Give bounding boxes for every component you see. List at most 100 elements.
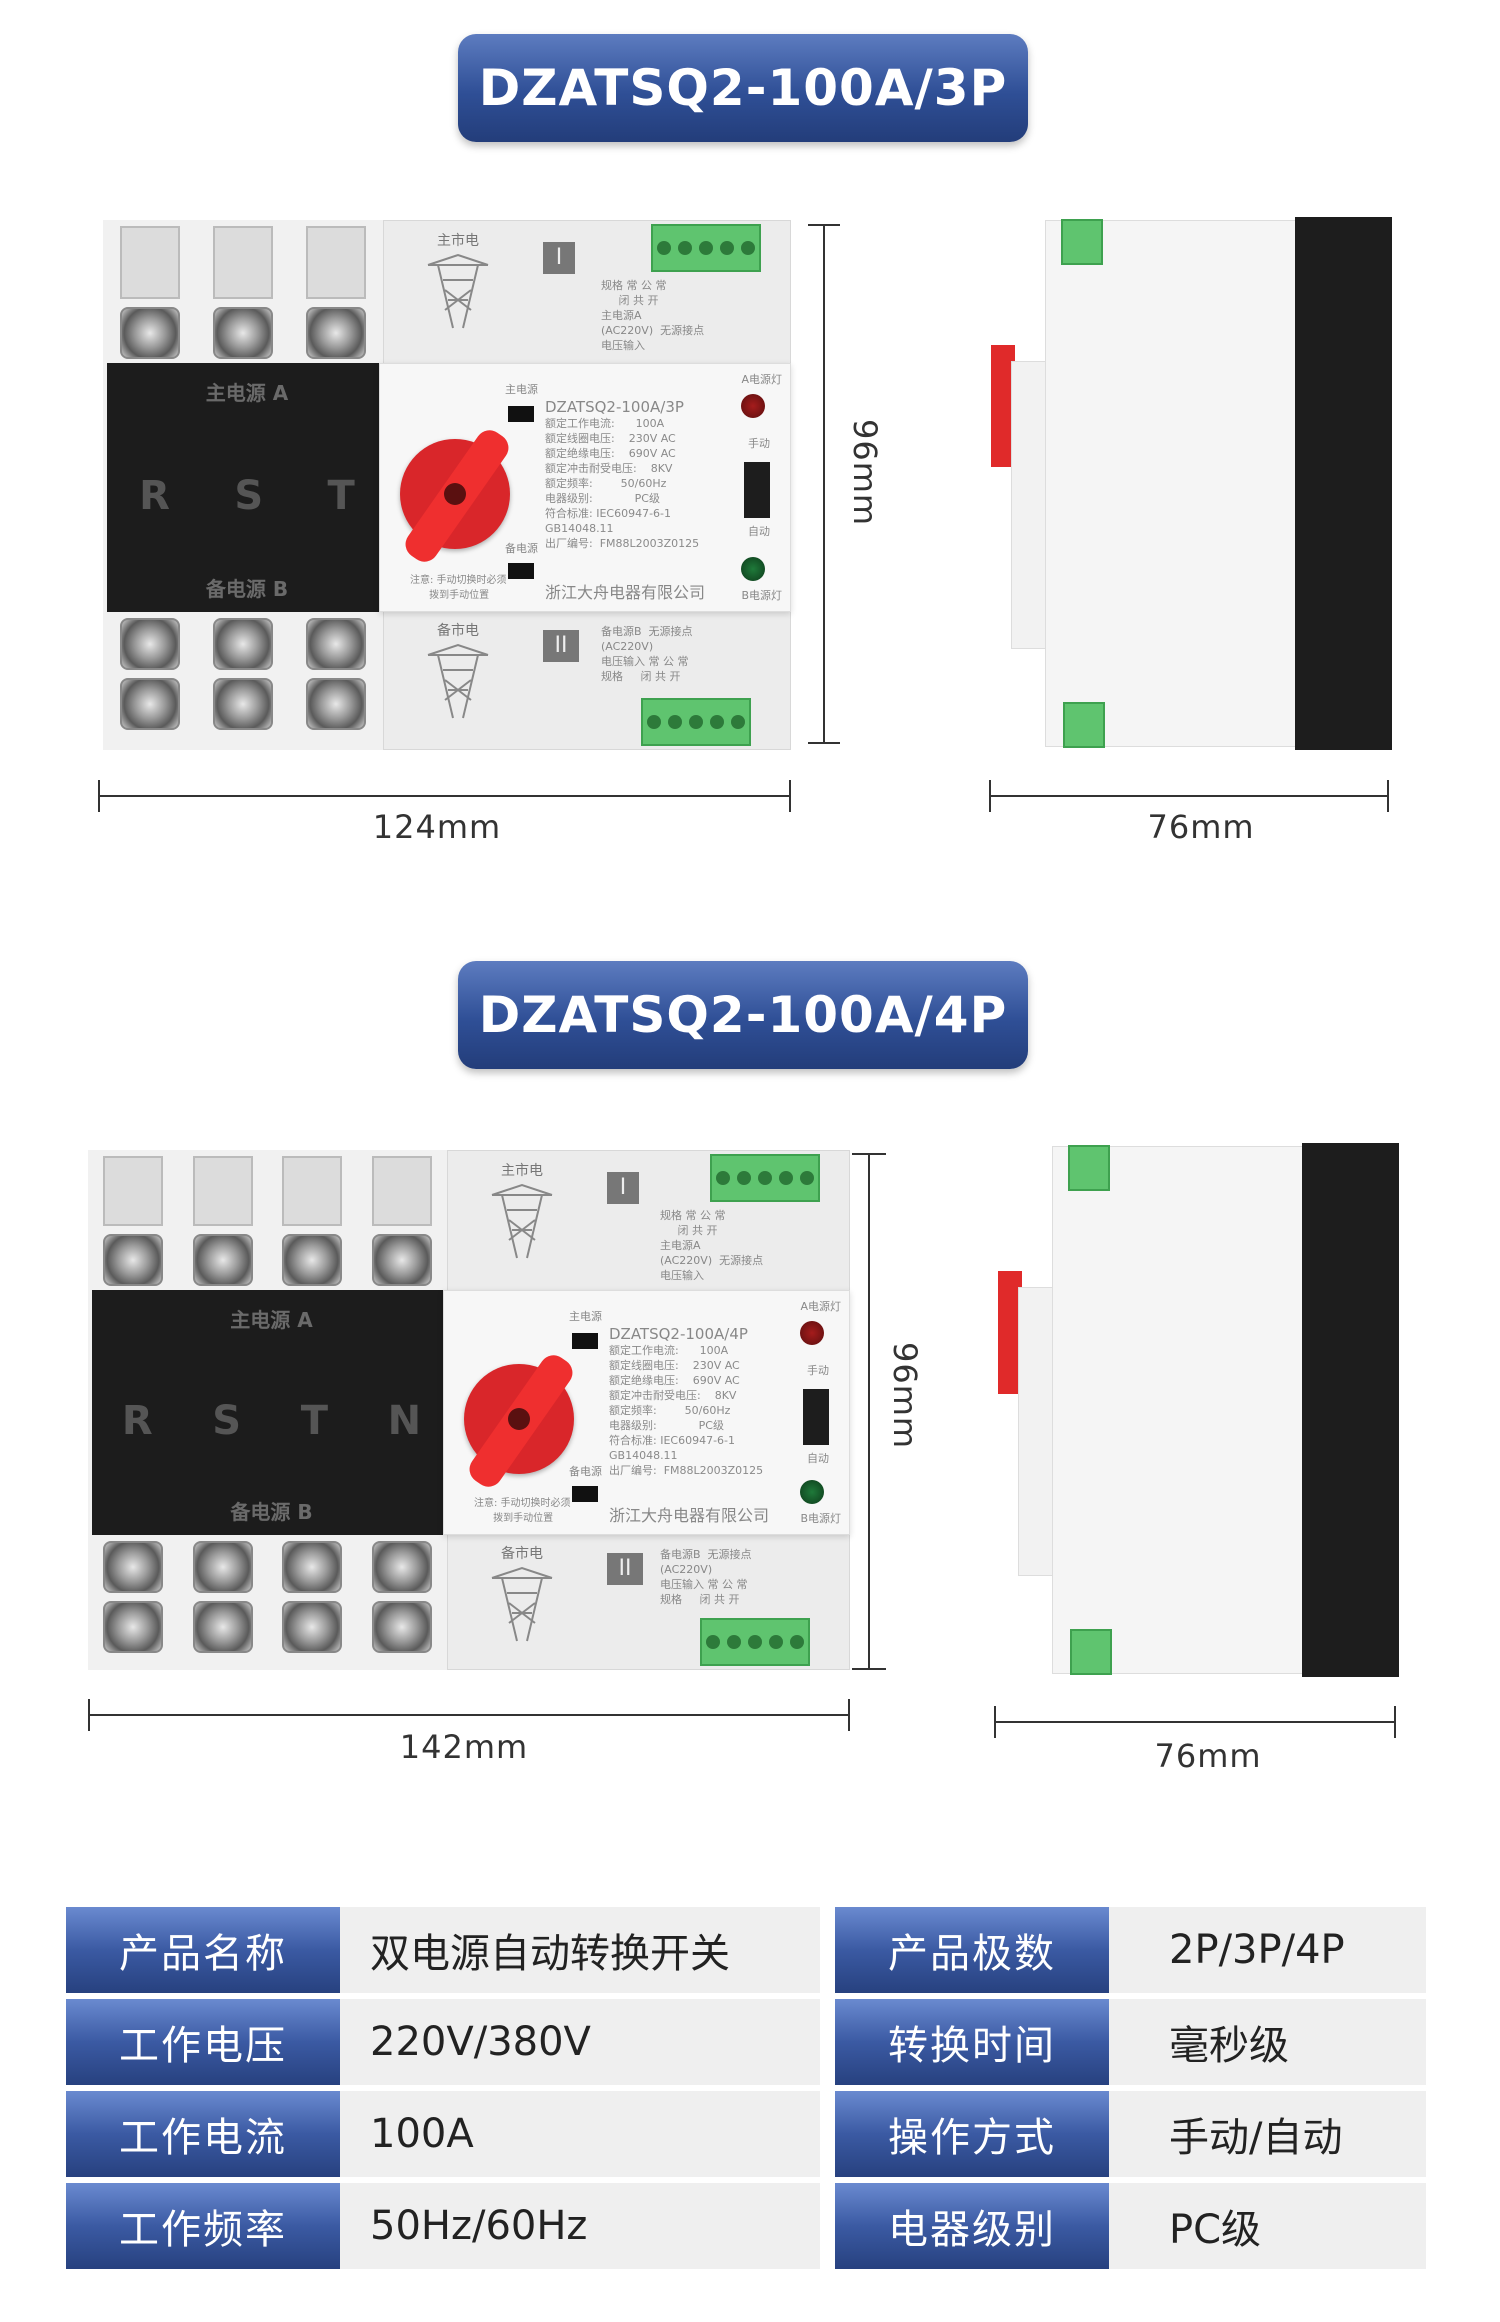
terminal-screw-icon [119,618,180,670]
power-a-indicator [800,1321,824,1345]
terminal-pole [278,1541,346,1653]
terminal-screw-icon [192,1541,253,1593]
model-number: DZATSQ2-100A/3P [545,398,684,416]
terminal-screw-icon [192,1601,253,1653]
tower-label: 备市电 [437,623,479,639]
terminal-screw-icon [282,1234,343,1286]
dimension-tick [852,1668,886,1670]
dimension-tick [848,1699,850,1731]
terminal-slot [119,226,180,299]
terminal-slot [192,1156,253,1226]
power-tower-icon-backup: 备市电 [487,1543,557,1643]
main-power-label: 主电源 [569,1310,602,1323]
control-terminal-top [651,224,761,272]
terminal-screw-icon [282,1601,343,1653]
power-tower-icon-backup: 备市电 [423,620,493,720]
terminal-pole [302,226,370,359]
rating-specs: 额定工作电流: 100A 额定线圈电压: 230V AC 额定绝缘电压: 690… [545,417,700,550]
side-view-3p [989,217,1392,750]
spec-label: 转换时间 [835,1999,1109,2085]
terminal-slot [102,1156,163,1226]
terminal-pole [189,1541,257,1653]
spec-row: 工作电压 220V/380V 转换时间 毫秒级 [66,1999,1426,2085]
width-label-4p: 142mm [399,1728,529,1766]
dimension-tick [852,1153,886,1155]
terminal-screw-icon [102,1541,163,1593]
spec-label: 产品极数 [835,1907,1109,1993]
spec-value: 50Hz/60Hz [340,2183,820,2269]
terminal-slot [282,1156,343,1226]
backup-power-label: 备电源 [569,1465,602,1478]
terminals-bottom [103,618,383,730]
product-title-4p: DZATSQ2-100A/4P [458,961,1028,1069]
terminal-screw-icon [306,307,367,359]
terminal-screw-icon [102,1601,163,1653]
width-label-3p: 124mm [372,808,502,846]
dimension-tick [808,742,840,744]
terminal-slot [212,226,273,299]
backup-power-label: 备电源 [505,542,538,555]
depth-label-4p: 76mm [1154,1737,1262,1775]
power-tower-icon-main: 主市电 [423,230,493,330]
side-terminal-bottom [1063,702,1105,748]
dimension-tick [808,224,840,226]
terminals-top [103,226,383,359]
spec-row: 工作频率 50Hz/60Hz 电器级别 PC级 [66,2183,1426,2269]
contacts-label-backup: 备电源B 无源接点 (AC220V) 电压输入 常 公 常 规格 闭 共 开 [601,625,693,683]
terminal-screw-icon [372,1234,433,1286]
terminal-screw-icon [212,618,273,670]
terminal-pole [99,1541,167,1653]
height-label-3p: 96mm [846,419,884,527]
spec-label: 工作电压 [66,1999,340,2085]
roman-numeral-backup: II [607,1553,643,1585]
control-terminal-bottom [641,698,751,746]
terminal-screw-icon [212,307,273,359]
side-base [1302,1143,1399,1677]
spec-value: 双电源自动转换开关 [340,1907,820,1993]
depth-label-3p: 76mm [1147,808,1255,846]
pole-letter: N [387,1397,422,1444]
terminal-slot [306,226,367,299]
main-power-label: 主电源 [505,383,538,396]
pole-letter: R [121,1397,153,1444]
model-number: DZATSQ2-100A/4P [609,1325,748,1343]
mode-toggle [744,462,770,518]
side-body [1052,1146,1306,1674]
dimension-tick [1387,780,1389,812]
spec-value: PC级 [1109,2183,1426,2269]
terminal-screw-icon [372,1541,433,1593]
side-body [1045,220,1299,747]
spec-value: 毫秒级 [1109,1999,1426,2085]
cover-label-backup: 备电源 B [205,577,289,601]
spec-value: 220V/380V [340,1999,820,2085]
tower-label: 主市电 [437,233,479,249]
control-terminal-bottom [700,1618,810,1666]
terminals-top [88,1156,447,1286]
terminal-screw-icon [372,1601,433,1653]
main-power-window [572,1333,598,1349]
terminal-screw-icon [119,307,180,359]
terminal-pole [278,1156,346,1286]
side-view-4p [996,1143,1399,1677]
terminal-pole [99,1156,167,1286]
product-title-3p: DZATSQ2-100A/3P [458,34,1028,142]
dimension-tick [1394,1706,1396,1738]
tower-label: 备市电 [501,1546,543,1562]
rotary-handle [464,1349,578,1492]
main-power-window [508,406,534,422]
terminal-pole [209,226,277,359]
roman-numeral-main: I [543,242,575,274]
contacts-label-top: 规格 常 公 常 闭 共 开 主电源A (AC220V) 无源接点 电压输入 [601,279,705,352]
rotary-handle [400,424,514,567]
terminal-pole [368,1541,436,1653]
depth-dimension-line [989,795,1389,797]
terminal-screw-icon [306,678,367,730]
manual-label: 手动 [807,1364,829,1377]
spec-label: 操作方式 [835,2091,1109,2177]
handle-pivot [508,1407,530,1430]
terminal-screw-icon [102,1234,163,1286]
